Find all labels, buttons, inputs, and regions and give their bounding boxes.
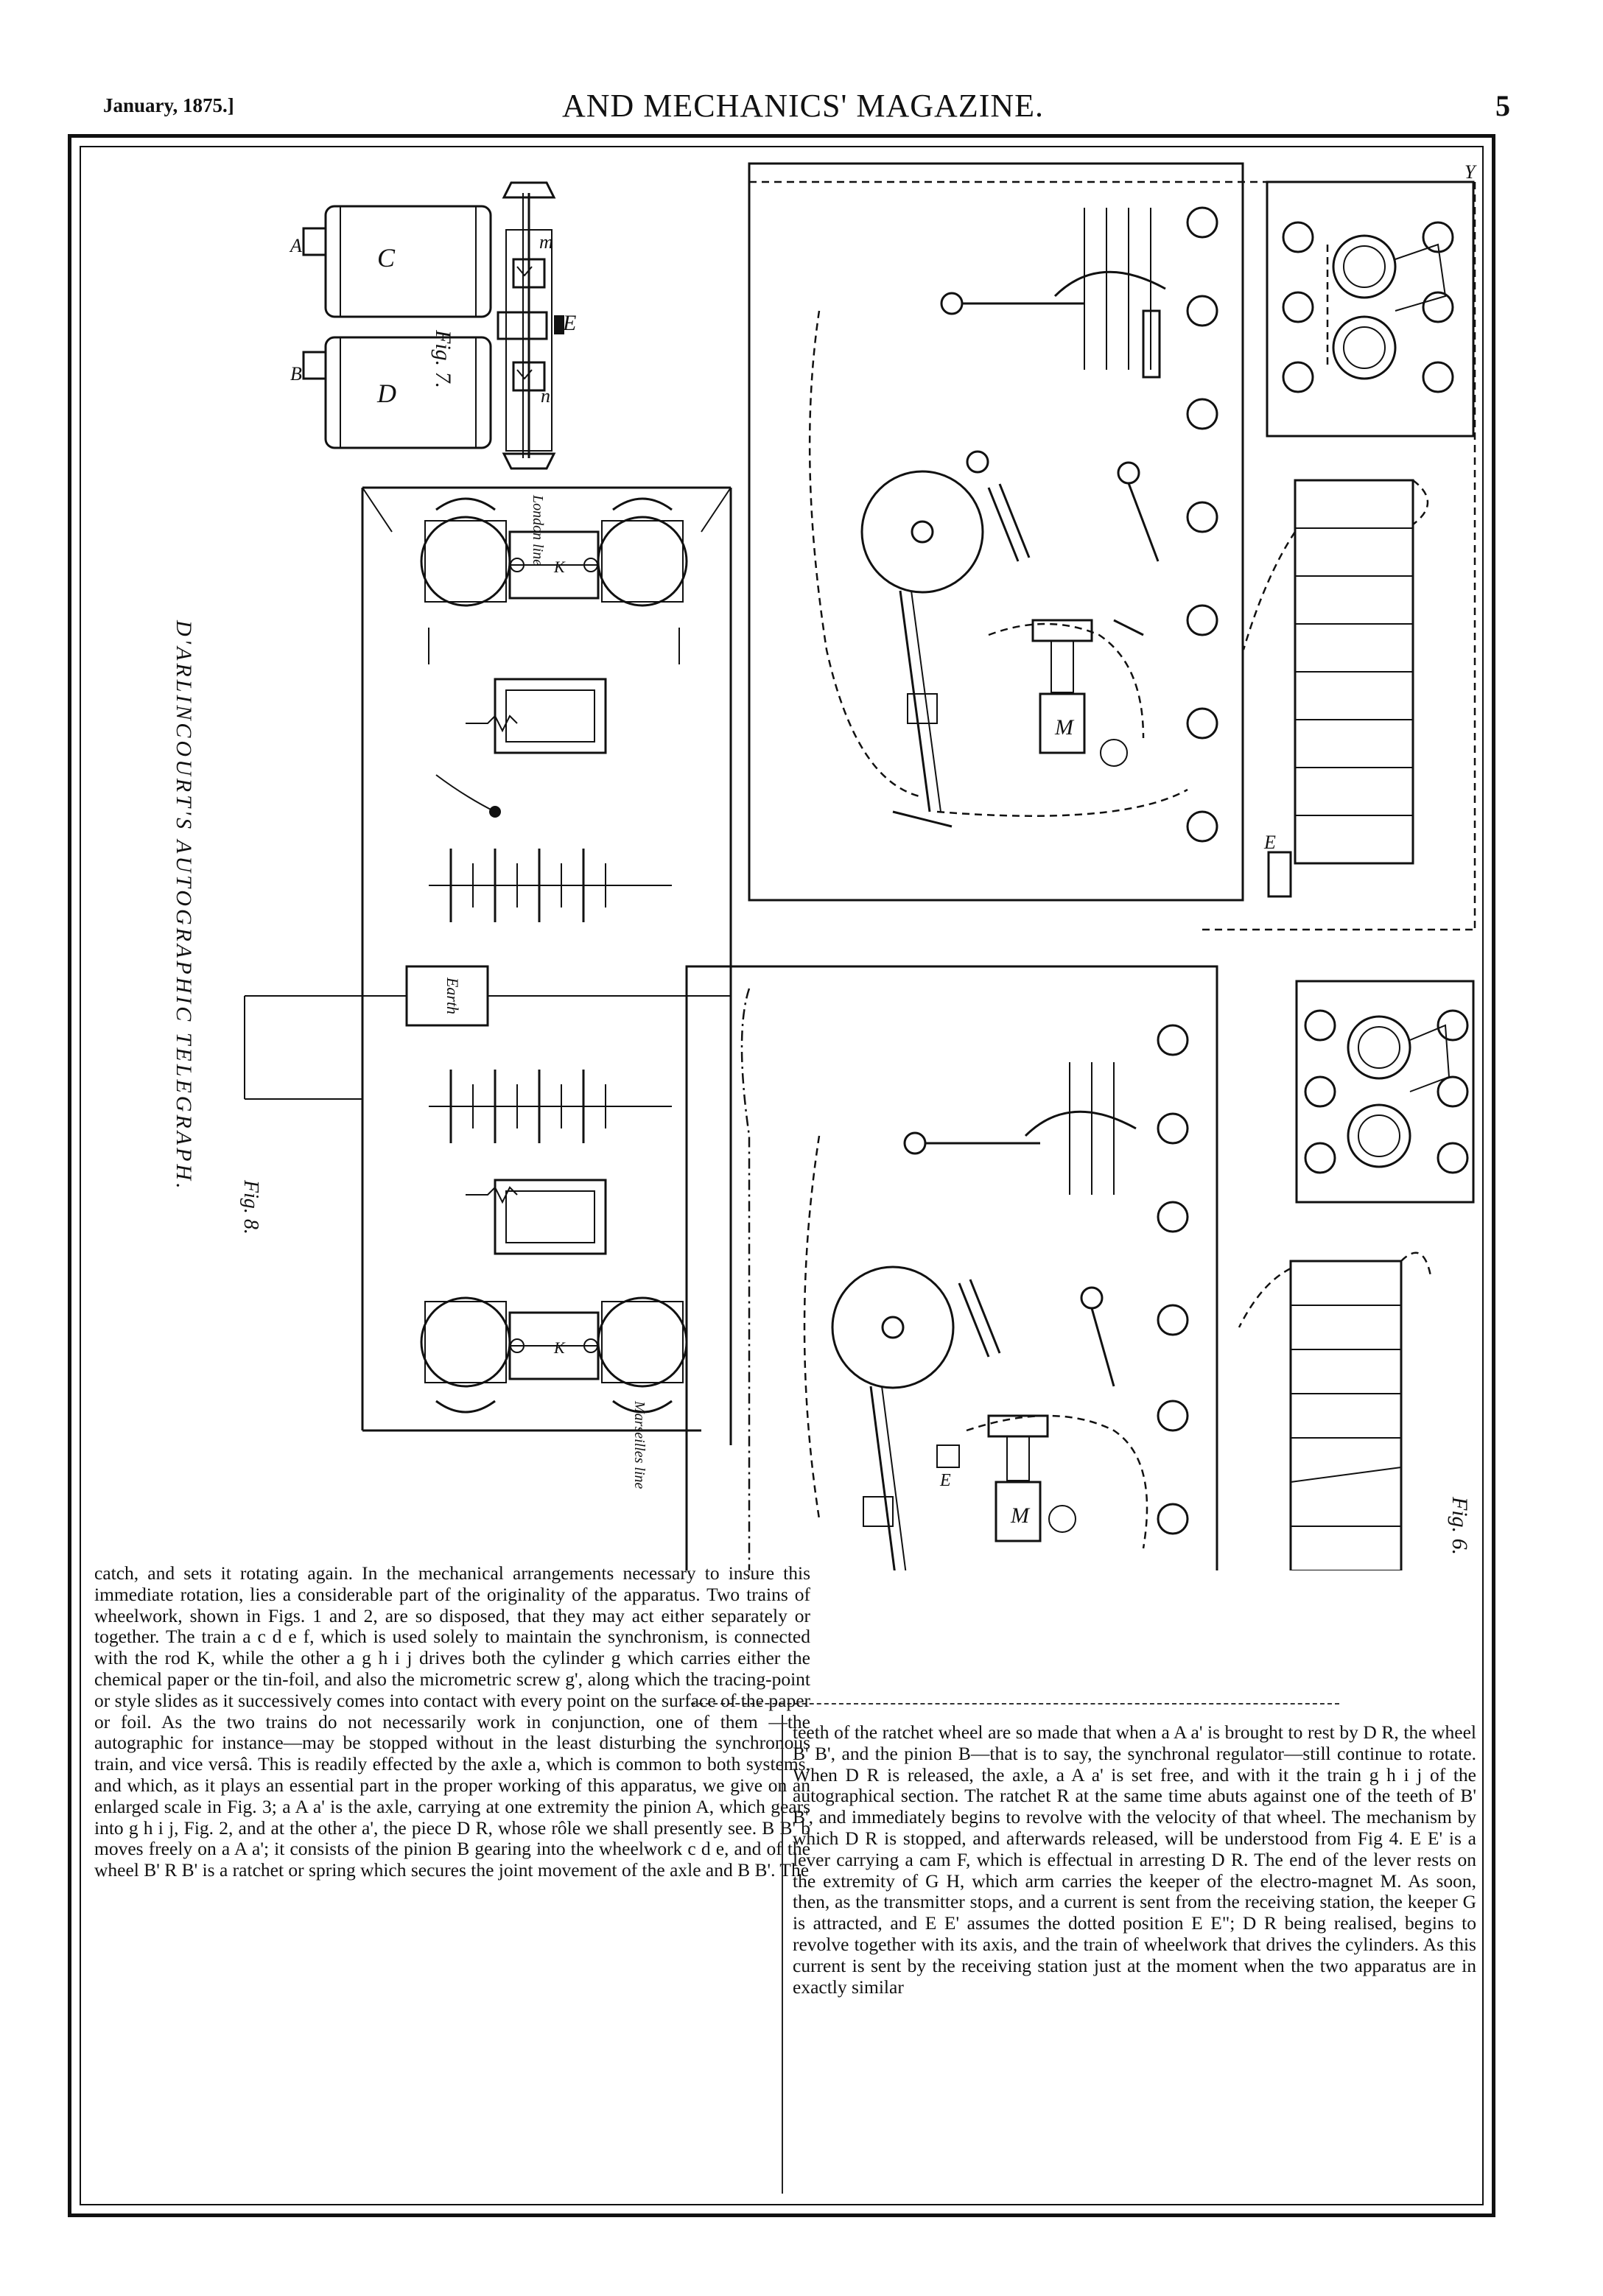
fig8-lower-k: K <box>553 1338 566 1357</box>
london-line-label: London line <box>530 494 546 566</box>
figure-dashed-rule <box>691 1703 1339 1705</box>
fig7-label-b: B <box>290 363 302 385</box>
marseilles-line-label: Marseilles line <box>631 1400 648 1489</box>
left-column-text: catch, and sets it rotating again. In th… <box>94 1562 810 1881</box>
fig6-lower-e-small: E <box>939 1471 951 1490</box>
fig8-label: Fig. 8. <box>239 1179 262 1235</box>
fig6-upper-m: M <box>1054 715 1075 740</box>
right-column-text: teeth of the ratchet wheel are so made t… <box>793 1721 1476 1998</box>
fig8-upper-k: K <box>553 558 566 576</box>
fig7-label-a: A <box>289 235 302 256</box>
text-column-right: teeth of the ratchet wheel are so made t… <box>793 1721 1476 1998</box>
fig7-label-c: C <box>377 243 396 273</box>
page-frame-inner <box>80 146 1484 2205</box>
fig6-upper-apparatus: M E Y <box>748 161 1477 931</box>
running-head: January, 1875.] AND MECHANICS' MAGAZINE.… <box>96 87 1510 131</box>
fig7-label-n: n <box>541 385 550 407</box>
page-frame-outer <box>68 134 1495 2217</box>
battery-lower <box>429 1070 672 1143</box>
fig7-label-m: m <box>539 231 553 253</box>
fig6-label-y: Y <box>1465 161 1477 183</box>
page-number: 5 <box>1495 89 1510 122</box>
fig6-label: Fig. 6. <box>1448 1496 1472 1555</box>
fig7-diagram: C D E m n A B Fig. 7. <box>289 181 576 470</box>
plate-figures: .ln { stroke:#111; stroke-width:3; fill:… <box>172 161 1477 1570</box>
fig7-label-e: E <box>562 311 576 335</box>
running-head-date: January, 1875.] <box>103 94 234 116</box>
earth-label: Earth <box>443 977 462 1014</box>
text-column-left: catch, and sets it rotating again. In th… <box>94 1562 810 1881</box>
fig6-lower-m: M <box>1010 1503 1031 1528</box>
fig8-caption: D'ARLINCOURT'S AUTOGRAPHIC TELEGRAPH. <box>172 619 196 1192</box>
column-divider <box>782 1715 783 2194</box>
fig6-lower-apparatus: M E E Z Fig. 6. <box>685 965 1475 1570</box>
fig7-label-d: D <box>376 379 396 408</box>
battery-upper <box>429 849 672 922</box>
running-head-title: AND MECHANICS' MAGAZINE. <box>561 88 1045 124</box>
fig7-label: Fig. 7. <box>431 329 455 388</box>
fig6-upper-e: E <box>1263 832 1276 853</box>
engraved-plate: .ln { stroke:#111; stroke-width:3; fill:… <box>83 149 1481 1570</box>
fig8-diagram: K London line Earth <box>172 486 732 1489</box>
